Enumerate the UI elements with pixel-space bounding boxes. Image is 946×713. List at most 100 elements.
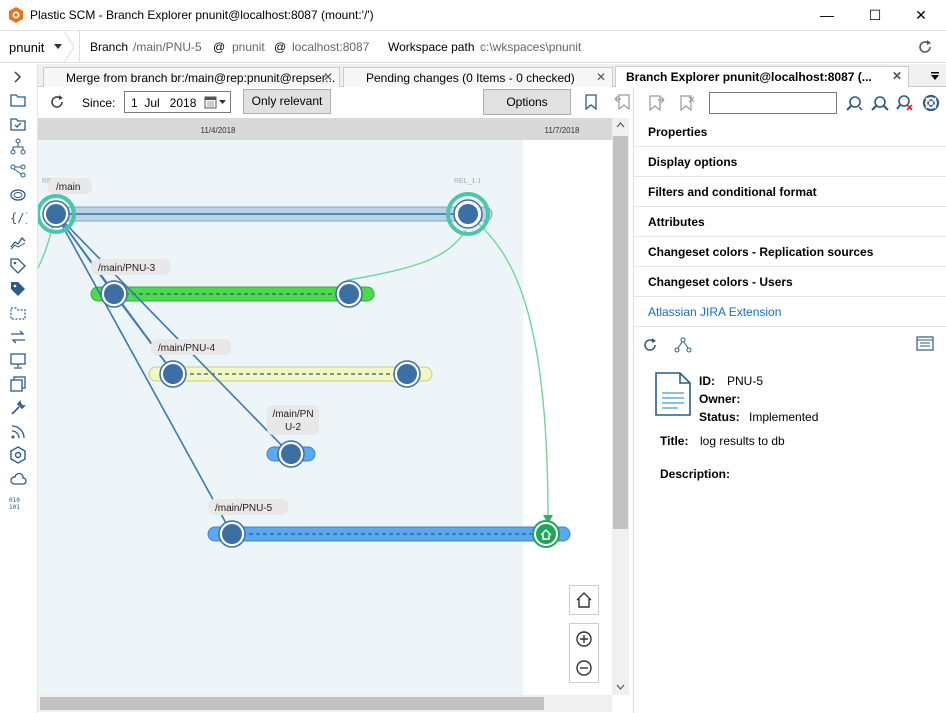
repository-selector[interactable]: pnunit — [0, 31, 80, 63]
refresh-icon[interactable] — [48, 93, 66, 111]
tab-pending-changes[interactable]: Pending changes (0 Items - 0 checked) ✕ — [343, 67, 613, 87]
pending-changes-icon[interactable] — [9, 115, 27, 133]
code-review-icon[interactable]: {/} — [9, 209, 27, 227]
close-tab-icon[interactable]: ✕ — [891, 69, 902, 83]
changesets-icon[interactable] — [9, 186, 27, 204]
timeline-date: 11/4/2018 — [201, 126, 237, 135]
changeset-node-main-end-fill — [458, 204, 478, 224]
jira-extension-section[interactable]: Atlassian JIRA Extension — [634, 297, 946, 327]
issue-id-value: PNU-5 — [727, 374, 764, 388]
changeset-colors-users-section[interactable]: Changeset colors - Users — [634, 267, 946, 297]
branch-label: Branch — [90, 40, 129, 54]
cloud-icon[interactable] — [9, 470, 27, 488]
changeset-node-pnu4-start-fill — [163, 364, 183, 384]
issue-owner-label: Owner: — [699, 392, 741, 406]
svg-text:101: 101 — [9, 504, 20, 511]
close-tab-icon[interactable]: ✕ — [322, 70, 333, 84]
preferences-wrench-icon[interactable] — [9, 399, 27, 417]
document-tabs: Merge from branch br:/main@rep:pnunit@re… — [38, 64, 946, 88]
svg-text:{/}: {/} — [10, 211, 27, 225]
tab-merge[interactable]: Merge from branch br:/main@rep:pnunit@re… — [43, 67, 340, 87]
scroll-down-icon[interactable] — [616, 684, 625, 690]
horizontal-scroll-thumb[interactable] — [40, 697, 544, 710]
since-label: Since: — [82, 96, 116, 110]
at-separator: @ — [274, 40, 287, 54]
attributes-section[interactable]: Attributes — [634, 207, 946, 237]
display-options-section[interactable]: Display options — [634, 147, 946, 177]
expand-chevron-icon[interactable] — [9, 68, 27, 86]
changeset-colors-replication-section[interactable]: Changeset colors - Replication sources — [634, 237, 946, 267]
shelves-icon[interactable] — [9, 304, 27, 322]
issue-title-label: Title: — [660, 434, 689, 448]
stats-icon[interactable] — [9, 233, 27, 251]
go-home-button[interactable] — [569, 585, 599, 615]
branch-explorer-canvas[interactable]: 11/4/2018 11/7/2018 REL_1.0 /main REL_1.… — [38, 118, 612, 695]
branch-graph[interactable]: 11/4/2018 11/7/2018 REL_1.0 /main REL_1.… — [38, 118, 612, 695]
branch-path: /main/PNU-5 — [133, 40, 202, 54]
bookmark-icon[interactable] — [584, 94, 598, 110]
horizontal-scrollbar[interactable] — [38, 695, 612, 712]
jira-toolbar — [634, 327, 946, 361]
only-relevant-button[interactable]: Only relevant — [243, 89, 331, 114]
maximize-button[interactable]: ☐ — [868, 7, 882, 23]
since-date-picker[interactable]: 1 Jul 2018 — [124, 91, 231, 113]
go-back-icon[interactable] — [614, 93, 632, 111]
window-title: Plastic SCM - Branch Explorer pnunit@loc… — [30, 8, 374, 22]
attributes-icon[interactable] — [9, 280, 27, 298]
changeset-node-pnu2-fill — [281, 444, 301, 464]
link-issue-icon[interactable] — [674, 336, 692, 354]
changeset-node-pnu4-end-fill — [397, 364, 417, 384]
home-icon — [576, 592, 592, 608]
workspace-path: c:\wkspaces\pnunit — [480, 40, 582, 54]
svg-text:010: 010 — [9, 497, 20, 504]
changeset-node-pnu5-start-fill — [222, 524, 242, 544]
search-input[interactable] — [709, 92, 837, 114]
minimize-button[interactable]: — — [820, 7, 834, 23]
plastic-cloud-hex-icon[interactable] — [9, 446, 27, 464]
options-button[interactable]: Options — [483, 89, 571, 115]
zoom-in-icon[interactable] — [570, 624, 598, 654]
properties-section[interactable]: Properties — [634, 117, 946, 147]
tab-overflow-menu-icon[interactable] — [928, 69, 942, 83]
vertical-scrollbar[interactable] — [612, 118, 629, 695]
clear-search-icon[interactable] — [896, 94, 914, 112]
label-main-bg — [48, 178, 92, 194]
calendar-icon[interactable] — [204, 96, 228, 109]
scroll-up-icon[interactable] — [616, 122, 625, 128]
zoom-out-icon[interactable] — [570, 653, 598, 683]
help-lifebuoy-icon[interactable] — [922, 94, 940, 112]
filters-section[interactable]: Filters and conditional format — [634, 177, 946, 207]
sync-replication-icon[interactable] — [9, 328, 27, 346]
label-pnu5: /main/PNU-5 — [215, 503, 273, 514]
changeset-node-home-fill — [536, 524, 556, 544]
feed-icon[interactable] — [9, 423, 27, 441]
refresh-icon[interactable] — [916, 38, 934, 56]
issue-document-icon — [655, 372, 691, 416]
label-pnu3-bg — [91, 259, 171, 275]
close-button[interactable]: ✕ — [915, 7, 927, 23]
clear-bookmark-icon[interactable] — [678, 94, 696, 112]
link-pnu3-pnu4 — [113, 293, 175, 375]
branch-explorer-toolbar: Since: 1 Jul 2018 Only relevant Options — [38, 87, 633, 117]
issue-title-value: log results to db — [700, 434, 785, 448]
changeset-node-main-start-fill — [46, 204, 66, 224]
search-icon[interactable] — [845, 94, 863, 112]
close-tab-icon[interactable]: ✕ — [595, 70, 606, 84]
search-next-icon[interactable] — [871, 94, 889, 112]
vertical-scroll-thumb[interactable] — [613, 136, 628, 529]
branch-explorer-icon[interactable] — [9, 162, 27, 180]
workspace-explorer-icon[interactable] — [9, 91, 27, 109]
merge-line-pnu3-main — [347, 229, 467, 281]
tab-label: Pending changes (0 Items - 0 checked) — [366, 71, 575, 85]
tab-branch-explorer[interactable]: Branch Explorer pnunit@localhost:8087 (.… — [615, 66, 909, 88]
labels-icon[interactable] — [9, 257, 27, 275]
repositories-icon[interactable] — [9, 375, 27, 393]
branches-icon[interactable] — [9, 138, 27, 156]
navigate-forward-icon[interactable] — [647, 94, 665, 112]
chevron-down-icon — [54, 44, 62, 49]
details-view-icon[interactable] — [916, 336, 934, 352]
tab-label: Branch Explorer pnunit@localhost:8087 (.… — [626, 70, 872, 84]
workspaces-icon[interactable] — [9, 352, 27, 370]
refresh-icon[interactable] — [641, 336, 659, 354]
